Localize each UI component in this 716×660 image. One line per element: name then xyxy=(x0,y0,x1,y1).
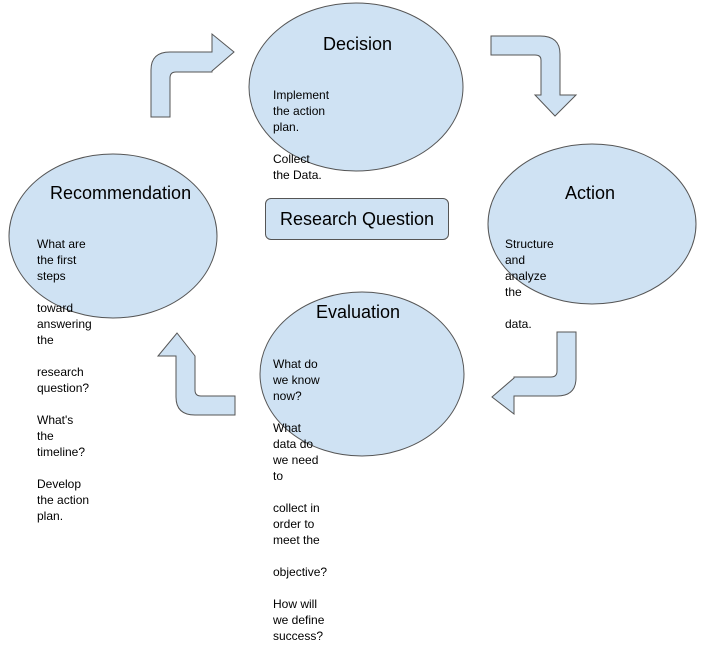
evaluation-line: What data do we need to xyxy=(273,421,319,483)
decision-ellipse xyxy=(248,2,464,172)
recommendation-title: Recommendation xyxy=(50,183,192,203)
action-text: Structure and analyze the data. xyxy=(505,220,554,348)
recommendation-line: What are the first steps xyxy=(37,237,86,283)
diagram-shapes xyxy=(8,2,697,457)
action-line: Structure and analyze the xyxy=(505,237,554,299)
research-question-label: Research Question xyxy=(279,208,435,229)
recommendation-line: research question? xyxy=(37,365,90,395)
recommendation-line: toward answering the xyxy=(37,301,92,347)
evaluation-line: objective? xyxy=(273,565,328,579)
recommendation-ellipse xyxy=(8,153,218,319)
decision-title: Decision xyxy=(323,34,393,54)
recommendation-line: What's the timeline? xyxy=(37,413,86,459)
decision-text: Implement the action plan. Collect the D… xyxy=(273,71,329,199)
decision-line: Implement the action plan. xyxy=(273,88,330,134)
evaluation-text: What do we know now? What data do we nee… xyxy=(273,340,327,660)
decision-line: Collect the Data. xyxy=(273,152,322,182)
action-ellipse xyxy=(487,143,697,305)
evaluation-line: collect in order to meet the xyxy=(273,501,320,547)
diagram-canvas: Research Question Decision Implement the… xyxy=(8,2,697,643)
evaluation-ellipse xyxy=(259,291,465,457)
evaluation-title: Evaluation xyxy=(316,302,401,322)
evaluation-line: What do we know now? xyxy=(273,357,320,403)
recommendation-text: What are the first steps toward answerin… xyxy=(37,220,92,540)
recommendation-line: Develop the action plan. xyxy=(37,477,90,523)
action-title: Action xyxy=(565,183,616,203)
arrow-decision-to-action xyxy=(490,35,578,117)
action-line: data. xyxy=(505,317,532,331)
research-question-box: Research Question xyxy=(265,198,449,240)
arrow-action-to-evaluation xyxy=(491,331,577,416)
evaluation-line: How will we define success? xyxy=(273,597,325,643)
arrow-evaluation-to-recommendation xyxy=(156,332,236,416)
arrow-recommendation-to-decision xyxy=(150,32,235,118)
